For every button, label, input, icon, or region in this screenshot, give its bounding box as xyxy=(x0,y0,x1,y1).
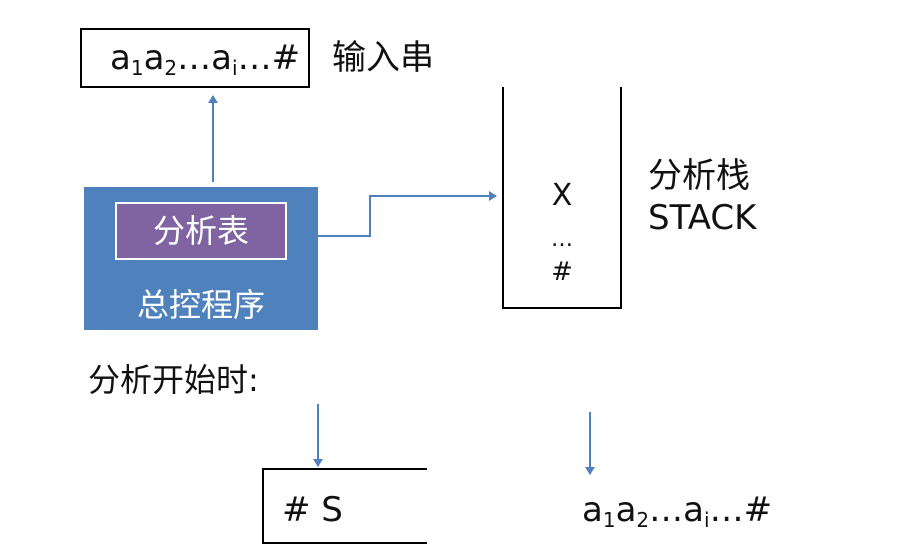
initial-heading: 分析开始时: xyxy=(88,361,259,399)
stack-top-symbol: X xyxy=(551,178,573,213)
initial-input-string: a1a2…ai…# xyxy=(582,490,773,532)
input-string: a1a2…ai…# xyxy=(110,38,301,80)
analysis-table: 分析表 xyxy=(115,202,287,260)
initial-stack-content: # S xyxy=(282,490,343,530)
initial-stack-box xyxy=(262,468,427,544)
stack-label-en: STACK xyxy=(648,198,757,238)
input-string-label: 输入串 xyxy=(332,38,434,78)
arrow-control-to-stack xyxy=(318,191,497,237)
stack-bottom-symbol: # xyxy=(551,257,573,287)
control-program-label: 总控程序 xyxy=(136,286,265,324)
stack-label-cn: 分析栈 xyxy=(648,156,750,196)
analysis-stack xyxy=(502,87,622,309)
stack-dots: … xyxy=(551,227,573,252)
input-string-box xyxy=(80,28,310,88)
